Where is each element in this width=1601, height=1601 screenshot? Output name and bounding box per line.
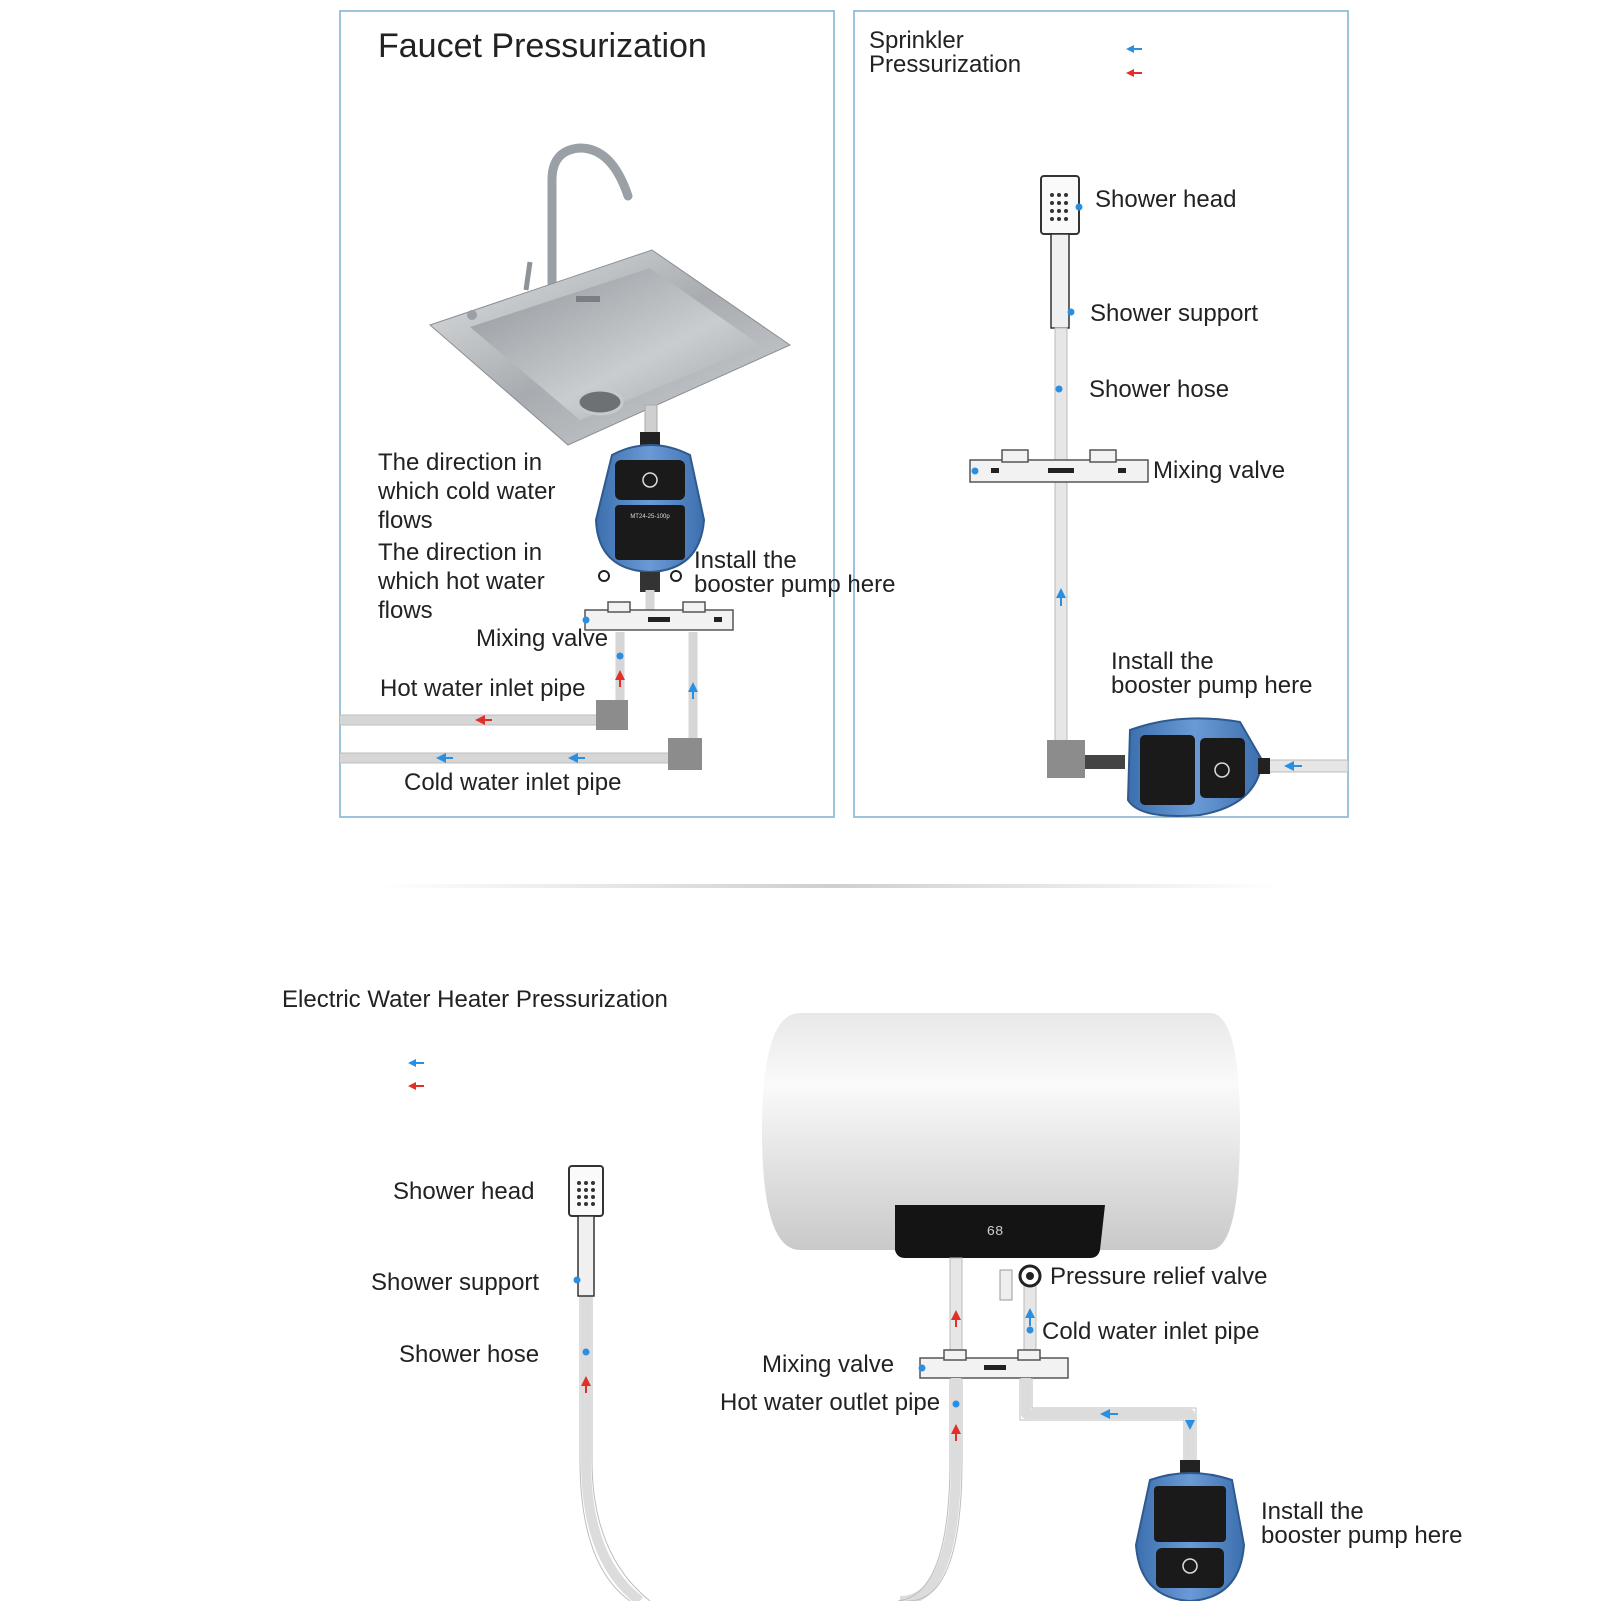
heater-install-pump-label: Install the booster pump here [1261, 1498, 1463, 1549]
water-heater-tank: 68 [762, 1013, 1240, 1258]
sprinkler-shower-head-label: Shower head [1095, 186, 1237, 213]
heater-shower-head [568, 1165, 604, 1297]
faucet-install-pump-label: Install the booster pump here [694, 547, 896, 598]
faucet-booster-pump: MT24-25-100p [594, 432, 706, 592]
heater-booster-pump [1134, 1460, 1246, 1601]
sprinkler-install-pump-label: Install the booster pump here [1111, 648, 1313, 699]
heater-mixing-valve-label: Mixing valve [762, 1351, 895, 1378]
sprinkler-mixing-valve [969, 449, 1149, 483]
faucet-panel [339, 10, 835, 818]
heater-legend-arrows [408, 1059, 424, 1090]
faucet-mixing-valve-label: Mixing valve [476, 625, 609, 652]
heater-section-title: Electric Water Heater Pressurization [282, 986, 668, 1013]
cold-direction-label: The direction in which cold water flows [378, 449, 556, 534]
heater-mixing-valve [918, 1349, 1069, 1379]
section-divider [380, 884, 1280, 888]
sprinkler-panel [853, 10, 1349, 818]
faucet-flow-arrows [436, 616, 698, 763]
hot-inlet-pipe-label: Hot water inlet pipe [380, 675, 586, 702]
heater-shower-head-label: Shower head [393, 1178, 535, 1205]
svg-text:MT24-25-100p: MT24-25-100p [630, 514, 670, 520]
sprinkler-shower-head [1040, 175, 1080, 329]
hot-outlet-pipe-label: Hot water outlet pipe [720, 1389, 941, 1416]
sink-illustration [429, 143, 792, 446]
heater-shower-support-label: Shower support [371, 1269, 540, 1296]
faucet-mixing-valve [584, 601, 734, 631]
sprinkler-mixing-valve-label: Mixing valve [1153, 457, 1286, 484]
heater-shower-hose-label: Shower hose [399, 1341, 540, 1368]
hot-direction-label: The direction in which hot water flows [378, 539, 545, 624]
cold-inlet-pipe-label: Cold water inlet pipe [404, 769, 622, 796]
heater-flow-arrows [573, 1276, 1195, 1441]
sprinkler-legend-arrows [1126, 45, 1142, 77]
sprinkler-shower-support-label: Shower support [1090, 300, 1259, 327]
sprinkler-shower-hose-label: Shower hose [1089, 376, 1230, 403]
pressure-relief-valve-label: Pressure relief valve [1050, 1263, 1268, 1290]
heater-cold-inlet-label: Cold water inlet pipe [1042, 1318, 1260, 1345]
faucet-panel-title: Faucet Pressurization [378, 27, 707, 65]
pressure-relief-valve [999, 1264, 1042, 1301]
sprinkler-panel-title: Sprinkler Pressurization [869, 27, 1022, 78]
svg-text:68: 68 [987, 1224, 1004, 1240]
sprinkler-booster-pump [1126, 717, 1270, 817]
